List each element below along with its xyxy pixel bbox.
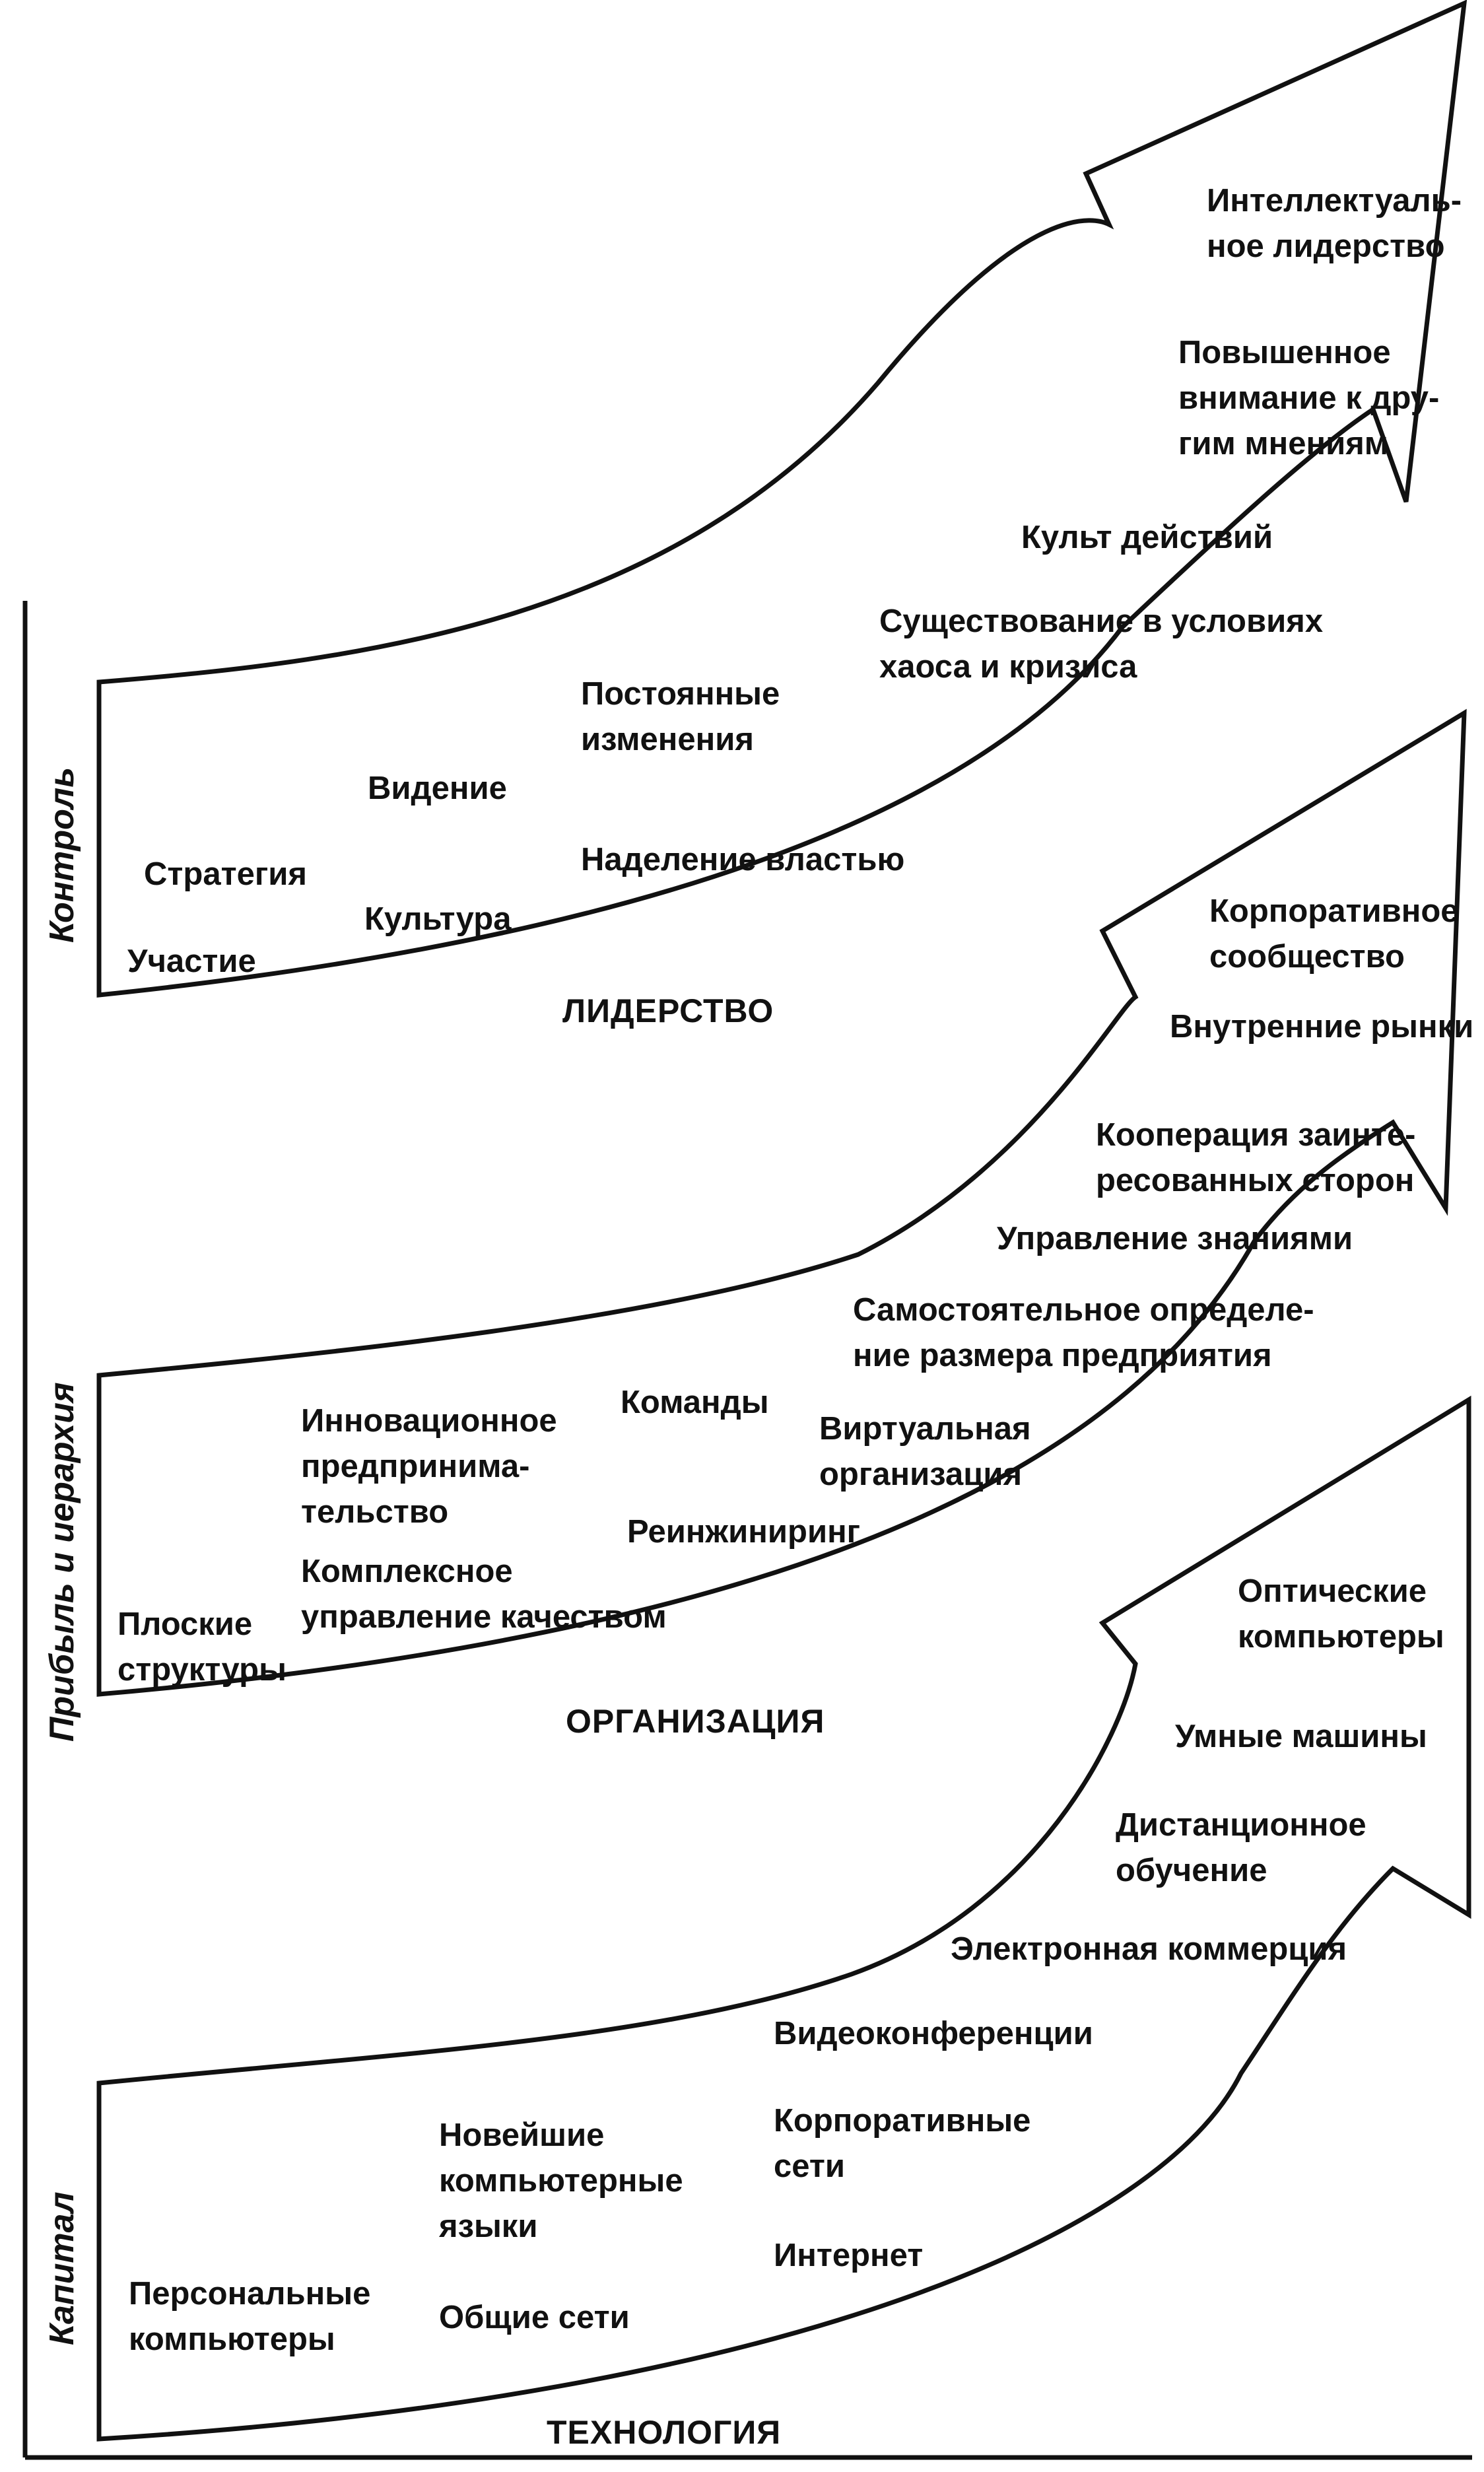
label-stakeholder-cooperation: Кооперация заинте- ресованных сторон [1096,1117,1416,1198]
side-label-profit-hierarchy: Прибыль и иерархия [43,1382,81,1742]
label-chaos-crisis: Существование в условиях хаоса и кризиса [879,603,1324,685]
label-ecommerce: Электронная коммерция [951,1931,1347,1967]
title-leadership: ЛИДЕРСТВО [562,992,774,1029]
label-knowledge-management: Управление знаниями [997,1221,1353,1256]
label-corporate-networks: Корпоративные сети [774,2103,1031,2184]
side-label-capital: Капитал [43,2191,81,2345]
label-action-cult: Культ действий [1021,520,1273,555]
label-vision: Видение [368,771,507,806]
label-optical-computers: Оптические компьютеры [1238,1573,1444,1655]
organization-arrow [96,708,1467,1697]
label-smart-machines: Умные машины [1175,1719,1427,1754]
label-distance-learning: Дистанционное обучение [1116,1807,1366,1888]
leadership-arrow [96,0,1467,998]
label-flat-structures: Плоские структуры [118,1606,287,1688]
label-reengineering: Реинжиниринг [627,1514,861,1550]
label-personal-computers: Персональные компьютеры [129,2276,371,2357]
label-teams: Команды [621,1385,769,1420]
label-tqm: Комплексное управление качеством [301,1554,667,1635]
label-public-networks: Общие сети [439,2300,630,2335]
label-videoconferencing: Видеоконференции [774,2016,1093,2051]
label-attention-to-opinions: Повышенное внимание к дру- гим мнениям [1178,335,1440,462]
label-strategy: Стратегия [144,856,307,892]
label-internet: Интернет [774,2238,924,2273]
label-empowerment: Наделение властью [581,842,905,877]
label-constant-change: Постоянные изменения [581,676,780,757]
title-organization: ОРГАНИЗАЦИЯ [566,1703,825,1740]
technology-arrow [96,1395,1471,2442]
label-virtual-organization: Виртуальная организация [819,1411,1031,1492]
label-innovative-entrepreneurship: Инновационное предпринима- тельство [301,1403,557,1530]
label-self-sizing: Самостоятельное определе- ние размера пр… [853,1292,1314,1373]
label-corporate-community: Корпоративное сообщество [1209,893,1459,975]
label-computer-languages: Новейшие компьютерные языки [439,2117,683,2244]
label-culture: Культура [364,901,512,937]
title-technology: ТЕХНОЛОГИЯ [547,2414,782,2451]
side-label-control: Контроль [43,767,81,943]
label-intellectual-leadership: Интеллектуаль- ное лидерство [1207,183,1462,264]
label-participation: Участие [127,944,256,979]
label-internal-markets: Внутренние рынки [1170,1009,1474,1045]
